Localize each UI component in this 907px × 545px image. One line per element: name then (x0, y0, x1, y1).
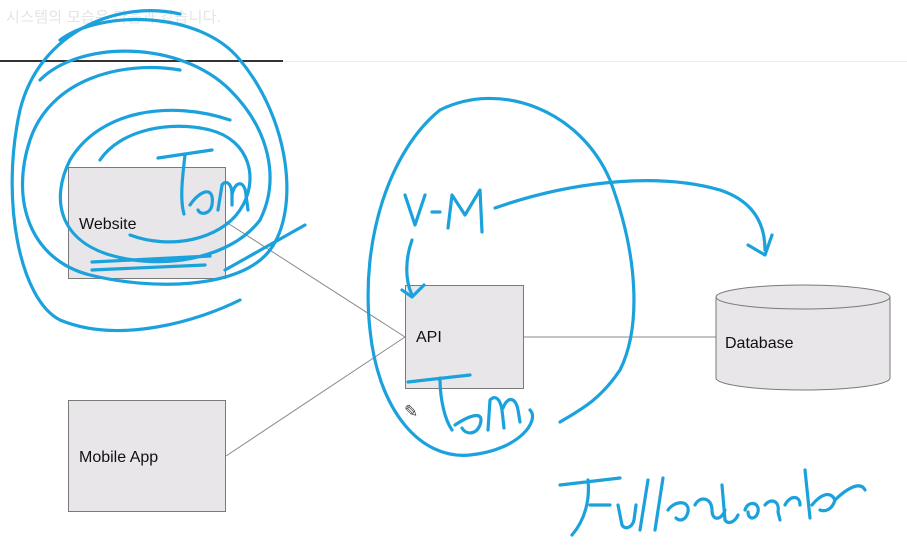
database-cylinder (715, 284, 891, 391)
api-label: API (416, 329, 442, 346)
connector-website-api (225, 221, 406, 338)
ink-arrowhead-db (746, 233, 774, 257)
ink-arrow-db (493, 179, 767, 252)
ink-loop-api (366, 96, 636, 457)
ink-word-fullstack (558, 468, 867, 537)
ink-word-tem (156, 148, 250, 216)
ink-word-api-tem (406, 373, 522, 435)
ink-loop-inner (38, 49, 272, 264)
website-label: Website (79, 216, 137, 233)
ink-arrow-api (405, 238, 414, 297)
header-rule (0, 60, 283, 62)
ink-loop-small (98, 124, 252, 244)
mobile-app-node: Mobile App (68, 400, 226, 512)
ink-stroke-diag (223, 223, 307, 272)
ink-arrowhead-api (400, 283, 426, 299)
header-rule-light (283, 61, 907, 62)
database-label: Database (725, 335, 794, 352)
ink-underline-1 (90, 263, 207, 272)
ink-word-vm (403, 188, 484, 234)
ink-loop-mid (21, 18, 289, 286)
mobile-app-label: Mobile App (79, 449, 159, 466)
api-node: API (405, 285, 524, 389)
pencil-icon: ✎ (404, 402, 419, 421)
ink-underline-2 (90, 254, 212, 264)
